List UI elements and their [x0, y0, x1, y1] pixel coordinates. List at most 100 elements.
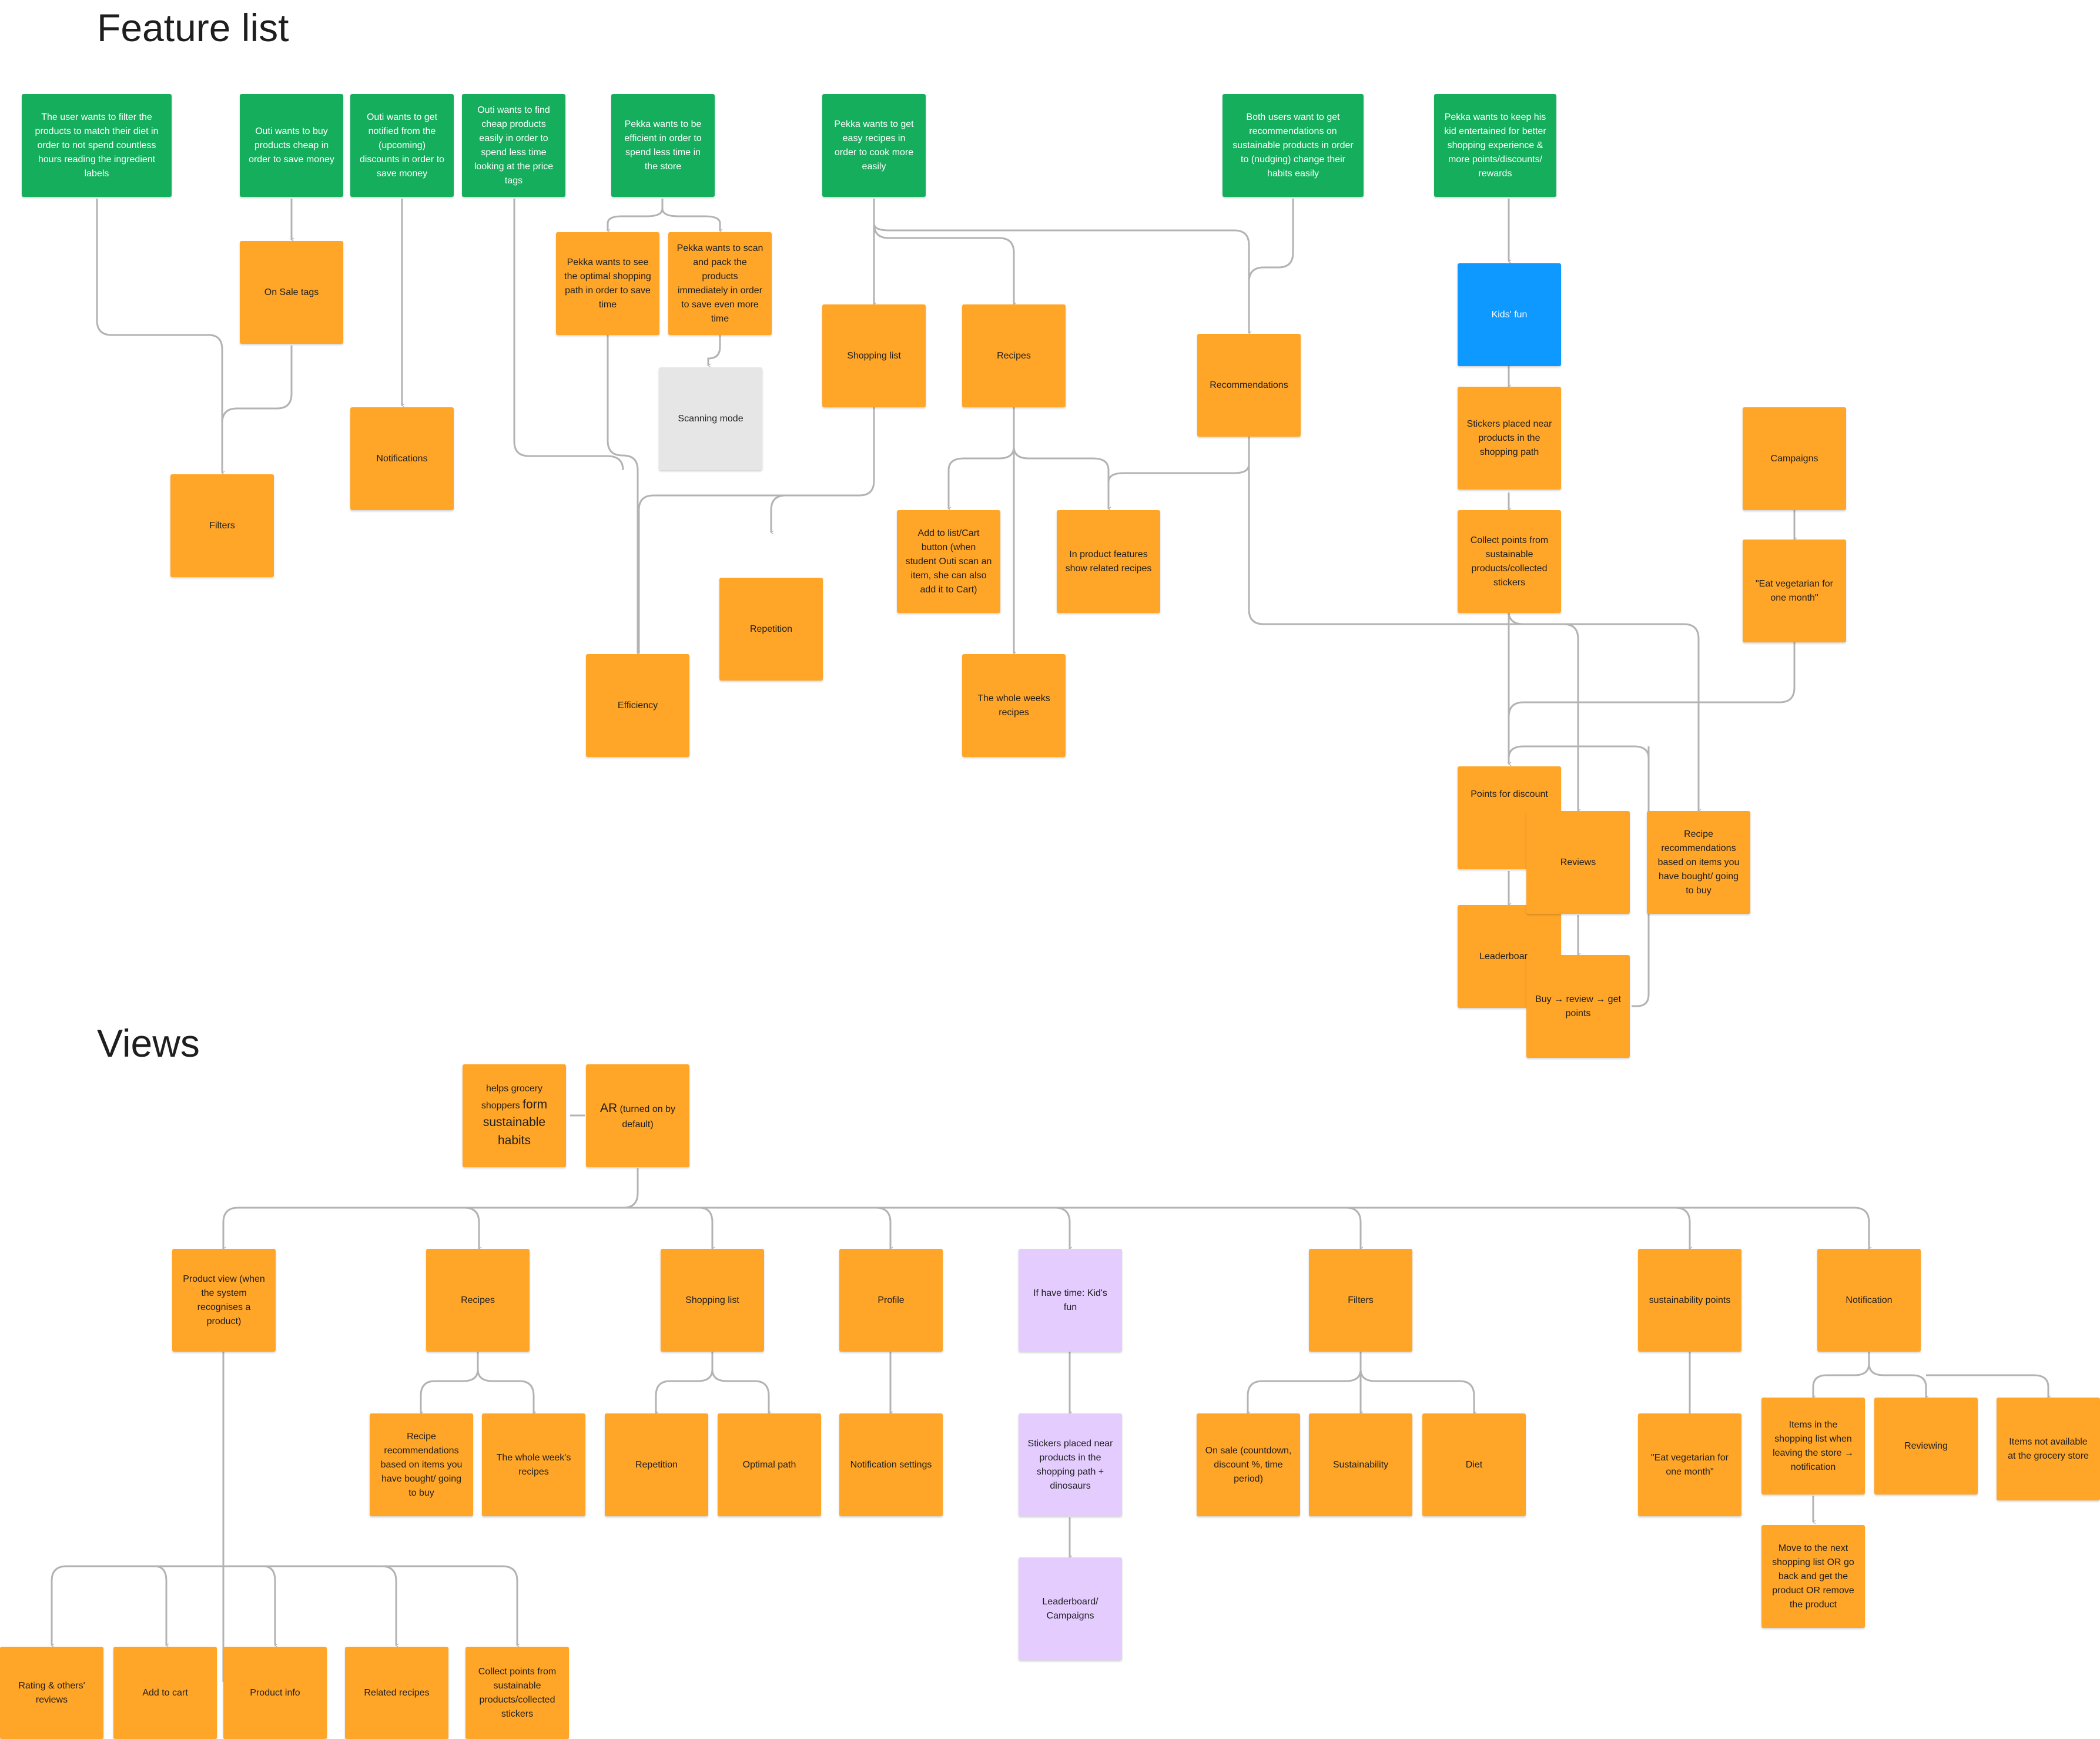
view-ar: AR (turned on by default) [586, 1064, 689, 1167]
feature-scanning-mode: Scanning mode [659, 367, 762, 470]
connector [477, 1369, 534, 1413]
user-story-pekka-recipes: Pekka wants to get easy recipes in order… [822, 94, 926, 197]
feature-filters: Filters [170, 474, 274, 577]
feature-repetition: Repetition [719, 578, 823, 681]
connector [1013, 407, 1108, 509]
feature-shopping-list: Shopping list [822, 304, 926, 407]
view-rating-reviews: Rating & others' reviews [0, 1647, 103, 1739]
connector [381, 1565, 517, 1646]
view-profile: Profile [839, 1249, 943, 1352]
feature-buy-review: Buy → review → get points [1526, 955, 1630, 1058]
view-notification: Notification [1817, 1249, 1921, 1352]
view-sustainability: Sustainability [1309, 1413, 1412, 1516]
connector [873, 199, 1014, 304]
user-story-filter: The user wants to filter the products to… [22, 94, 172, 197]
feature-stickers: Stickers placed near products in the sho… [1458, 387, 1561, 490]
connector [873, 223, 1249, 333]
user-story-both-users: Both users want to get recommendations o… [1223, 94, 1364, 197]
feature-kids-fun: Kids' fun [1458, 263, 1561, 366]
connector [1632, 758, 1650, 1007]
view-shopping-list: Shopping list [661, 1249, 764, 1352]
view-whole-weeks-recipes: The whole week's recipes [482, 1413, 585, 1516]
section-heading-views: Views [97, 1021, 200, 1065]
feature-recipes: Recipes [962, 304, 1066, 407]
feature-eat-vegetarian: "Eat vegetarian for one month" [1743, 540, 1846, 642]
view-optimal-path: Optimal path [718, 1413, 821, 1516]
view-move-next: Move to the next shopping list OR go bac… [1761, 1525, 1865, 1628]
connector [607, 331, 638, 654]
connector [1248, 437, 1699, 811]
connector [875, 1207, 890, 1249]
connector [1345, 1207, 1361, 1249]
connector [221, 346, 293, 473]
connector [711, 1369, 769, 1413]
view-helps-grocery-shoppers: helps grocery shoppers form sustainable … [463, 1064, 566, 1167]
view-collect-points: Collect points from sustainable products… [465, 1647, 569, 1739]
view-on-sale: On sale (countdown, discount %, time per… [1197, 1413, 1300, 1516]
connector [947, 407, 1015, 509]
connector [420, 1352, 479, 1413]
connector [699, 1207, 712, 1249]
section-heading-feature-list: Feature list [97, 6, 289, 49]
feature-whole-weeks: The whole weeks recipes [962, 654, 1066, 757]
connector [770, 494, 786, 532]
feature-recipe-recommendations: Recipe recommendations based on items yo… [1647, 811, 1750, 914]
view-product-info: Product info [223, 1647, 327, 1739]
connector [1674, 1207, 1690, 1249]
connector [1926, 1374, 2048, 1398]
view-items-in-list: Items in the shopping list when leaving … [1761, 1398, 1865, 1495]
feature-pekka-optimal-path: Pekka wants to see the optimal shopping … [556, 232, 659, 335]
view-items-not-available: Items not available at the grocery store [1997, 1398, 2100, 1500]
view-related-recipes: Related recipes [345, 1647, 448, 1739]
connector [1248, 199, 1294, 333]
connector [96, 199, 222, 473]
feature-on-sale-tags: On Sale tags [240, 241, 343, 344]
connector [1247, 1352, 1362, 1413]
user-story-pekka-efficient: Pekka wants to be efficient in order to … [611, 94, 715, 197]
feature-notifications: Notifications [350, 407, 454, 510]
view-add-to-cart: Add to cart [113, 1647, 217, 1739]
feature-add-to-list: Add to list/Cart button (when student Ou… [897, 510, 1000, 613]
connector [513, 199, 624, 471]
view-notification-settings: Notification settings [839, 1413, 943, 1516]
user-story-outi-cheap: Outi wants to buy products cheap in orde… [240, 94, 343, 197]
view-recipe-recommendations: Recipe recommendations based on items yo… [370, 1413, 473, 1516]
view-product-view: Product view (when the system recognises… [172, 1249, 276, 1352]
connector [655, 1352, 714, 1413]
feature-efficiency: Efficiency [586, 654, 689, 757]
feature-product-features: In product features show related recipes [1057, 510, 1160, 613]
view-sustainability-points: sustainability points [1638, 1249, 1741, 1352]
connector [1508, 642, 1796, 764]
connector [1812, 1352, 1870, 1398]
connector [1359, 1369, 1474, 1413]
connector [1868, 1363, 1926, 1398]
feature-reviews: Reviews [1526, 811, 1630, 914]
view-reviewing: Reviewing [1874, 1398, 1978, 1495]
connector [607, 199, 664, 231]
view-eat-vegetarian: "Eat vegetarian for one month" [1638, 1413, 1741, 1516]
connector [1508, 611, 1578, 811]
view-recipes: Recipes [426, 1249, 530, 1352]
connector [661, 208, 720, 231]
feature-collect-points: Collect points from sustainable products… [1458, 510, 1561, 613]
connector [464, 1207, 479, 1249]
view-kids-fun: If have time: Kid's fun [1019, 1249, 1122, 1352]
user-story-outi-notified: Outi wants to get notified from the (upc… [350, 94, 454, 197]
feature-pekka-scan: Pekka wants to scan and pack the product… [668, 232, 772, 335]
connector [1054, 1207, 1070, 1249]
connector [154, 1565, 166, 1646]
feature-recommendations: Recommendations [1197, 334, 1301, 437]
connector [223, 1565, 396, 1646]
connector [222, 1168, 639, 1249]
user-story-outi-find-cheap: Outi wants to find cheap products easily… [462, 94, 565, 197]
user-story-pekka-kid: Pekka wants to keep his kid entertained … [1434, 94, 1556, 197]
view-repetition: Repetition [605, 1413, 708, 1516]
view-stickers: Stickers placed near products in the sho… [1019, 1413, 1122, 1516]
connector [623, 1207, 1869, 1249]
connector [263, 1565, 275, 1646]
feature-campaigns: Campaigns [1743, 407, 1846, 510]
view-diet: Diet [1422, 1413, 1526, 1516]
connector [707, 331, 721, 366]
connector [1107, 437, 1250, 509]
